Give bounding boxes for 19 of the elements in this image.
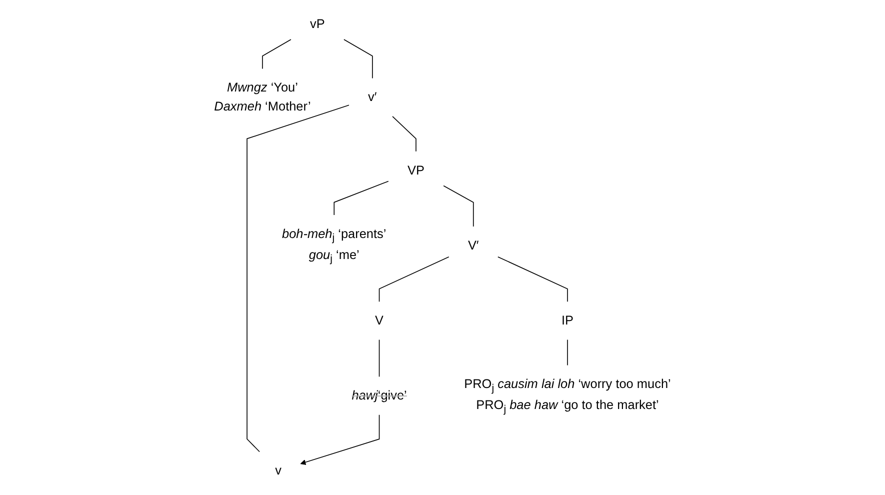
connector (498, 256, 568, 302)
node-text: PRO$_{j}$ causim lai loh ‘worry too much’ PRO$_{j}$ bae haw ‘go to the market’ (464, 377, 671, 415)
node-text: v (275, 464, 282, 478)
connector (246, 104, 350, 452)
node-text: VP (407, 164, 424, 178)
connector (567, 339, 568, 366)
connector (334, 180, 389, 216)
arrow (300, 414, 380, 465)
node-text: v′ (368, 90, 377, 104)
connector (262, 39, 292, 70)
node-text: IP (561, 314, 574, 328)
node-text: vP (310, 17, 325, 32)
node-text: V (375, 314, 384, 328)
connector (378, 339, 380, 378)
connector (378, 256, 450, 302)
connector (392, 116, 416, 152)
node-text: boh-meh$_{j}$ ‘parents’ gou$_{j}$ ‘me’ (282, 227, 386, 265)
node-text: V′ (468, 238, 479, 253)
node-text: Mwngz ‘You’ Daxmeh ‘Mother’ (214, 80, 311, 114)
